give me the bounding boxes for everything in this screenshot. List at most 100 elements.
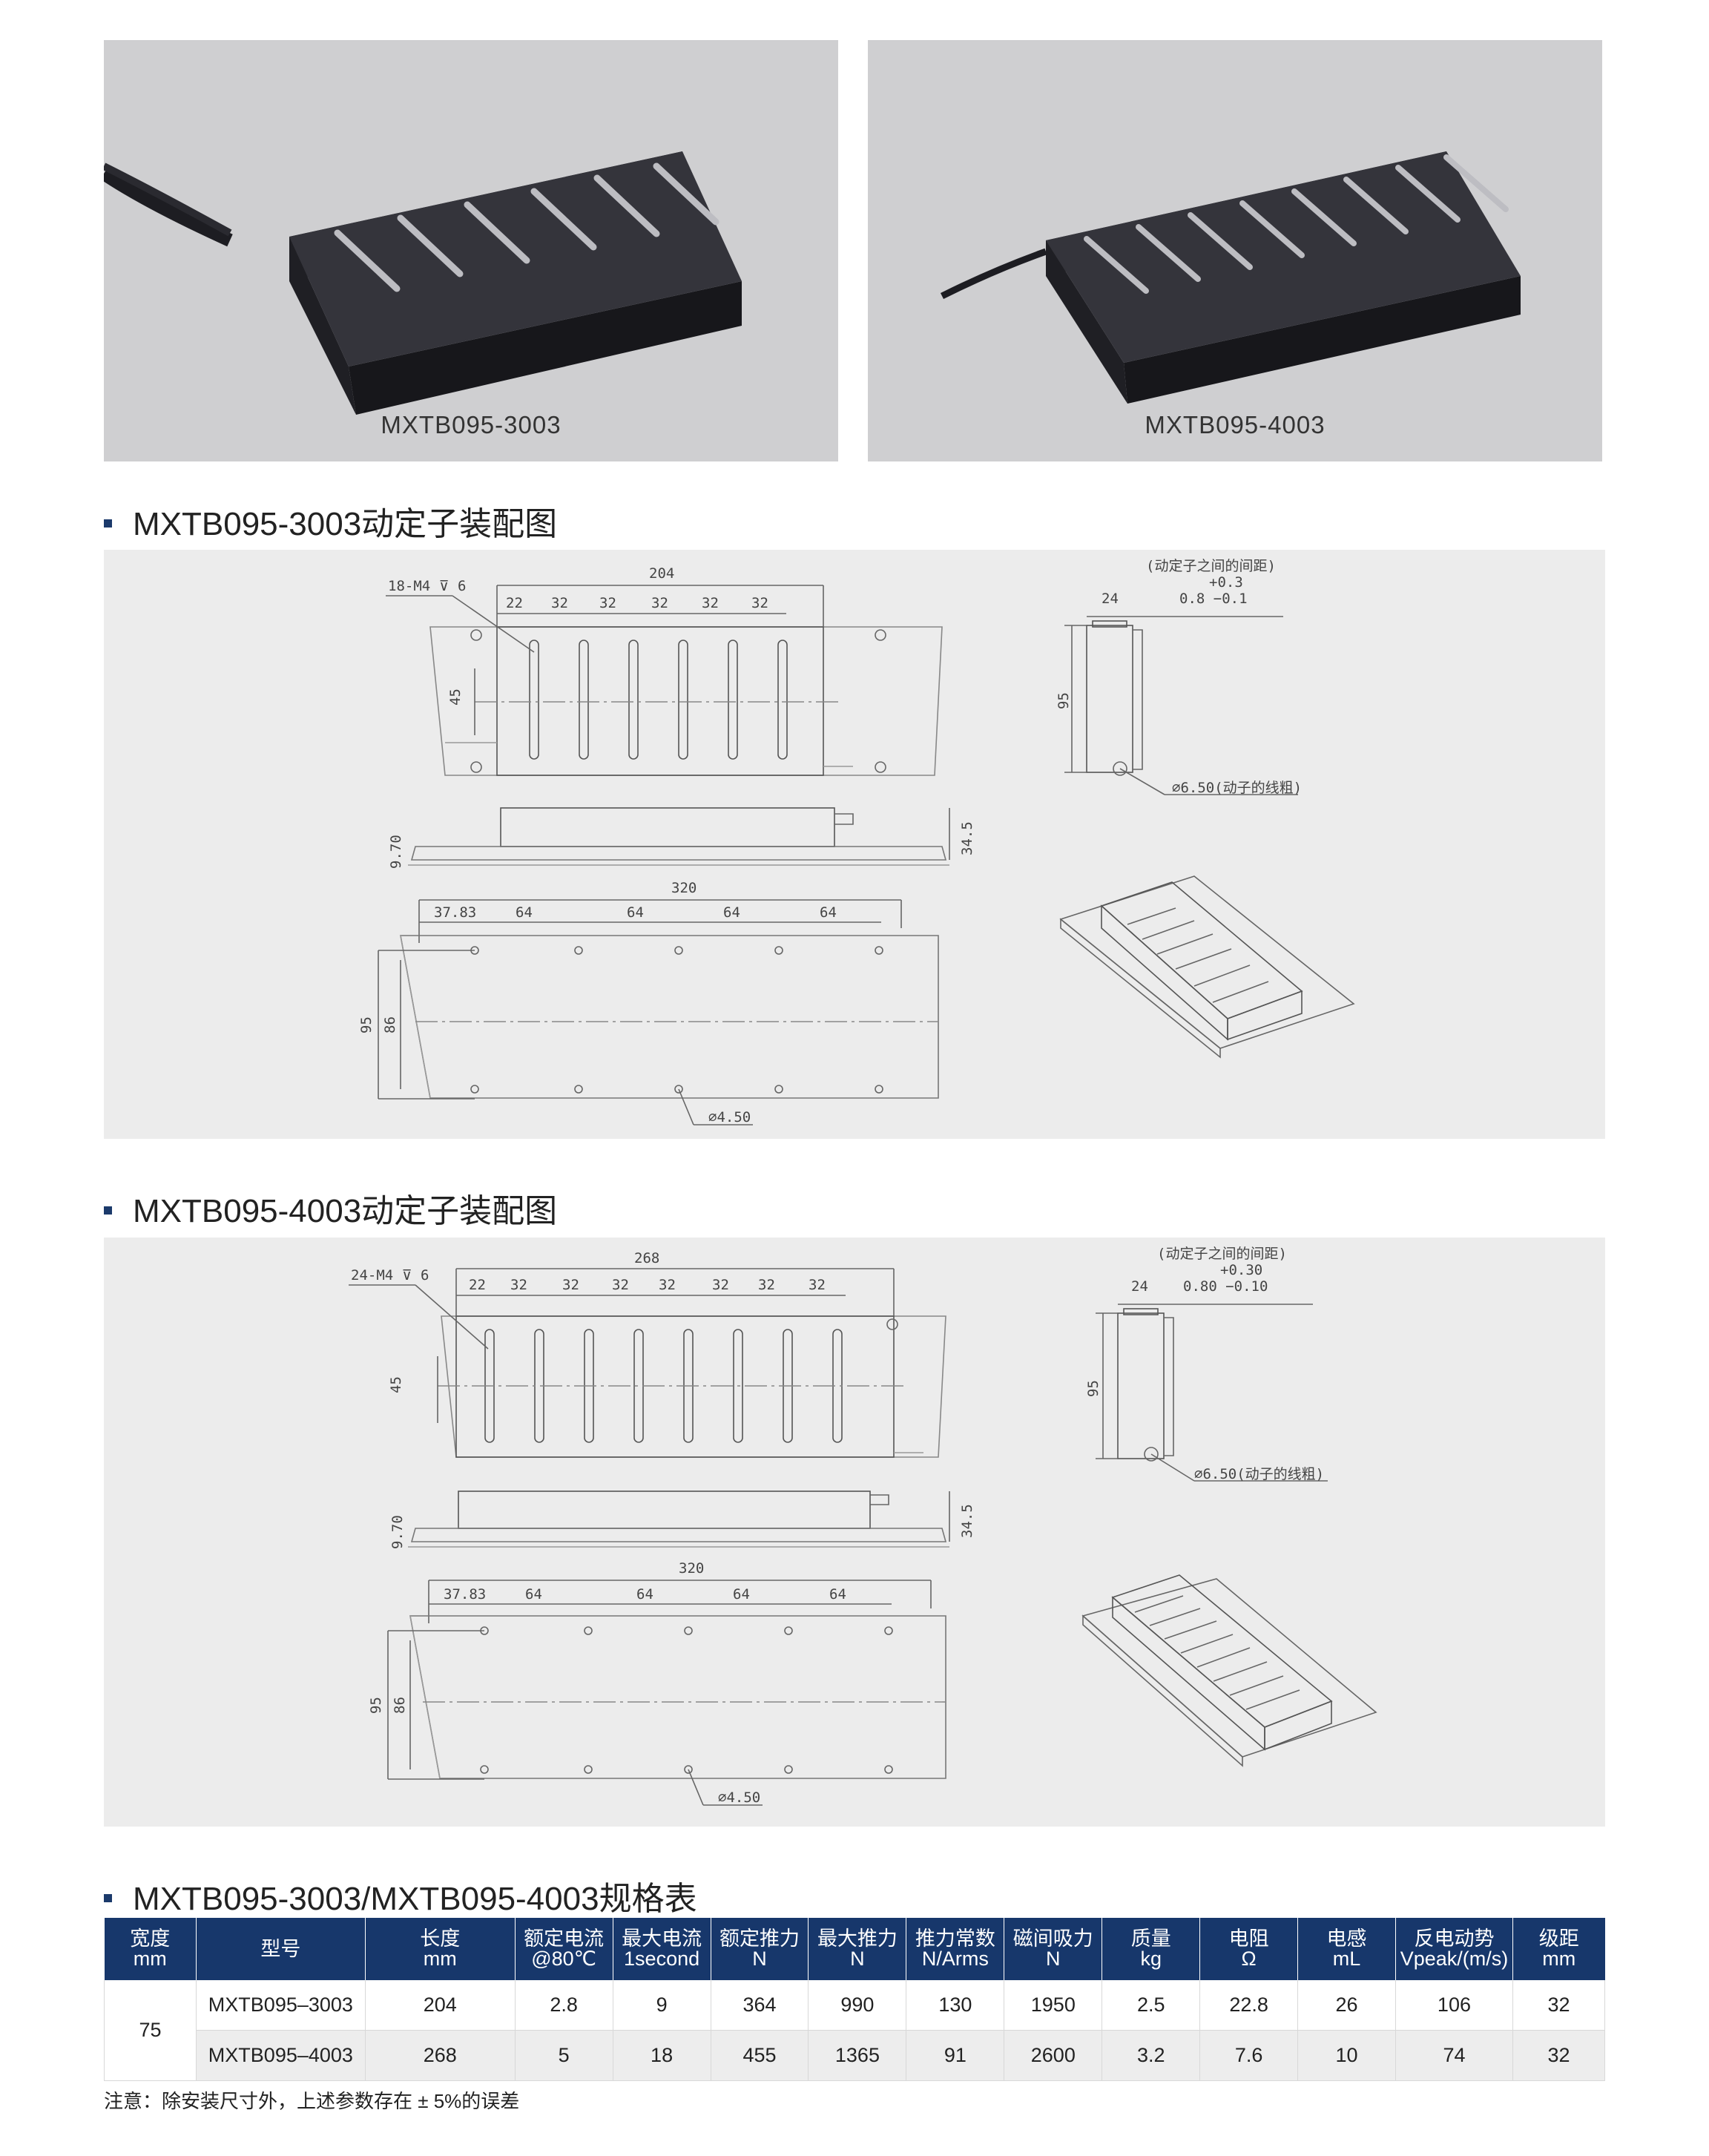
motor-illustration <box>104 151 742 415</box>
dim-45: 45 <box>388 1376 404 1393</box>
dim-side-height: 95 <box>1056 692 1072 709</box>
dim-side-height: 95 <box>1085 1380 1102 1397</box>
motor-illustration <box>940 151 1521 404</box>
table-cell: 22.8 <box>1199 1980 1299 2031</box>
section-title-assembly-3003: MXTB095-3003动定子装配图 <box>104 497 557 545</box>
dim-spacing: 32 <box>659 1277 676 1293</box>
dim-stator-length: 320 <box>671 880 697 896</box>
table-cell: 1365 <box>808 2030 907 2081</box>
table-cell: 3.2 <box>1102 2030 1201 2081</box>
dim-stator-hole: ∅4.50 <box>708 1109 751 1125</box>
table-cell: 9 <box>613 1980 711 2031</box>
dim-overall-length: 204 <box>649 565 674 582</box>
dim-stator-95: 95 <box>368 1697 384 1714</box>
table-cell: 2.8 <box>515 1980 613 2031</box>
assembly-drawing-4003: 268 24-M4 ⊽ 6 22 32 32 32 32 32 32 32 45… <box>104 1238 1605 1827</box>
dim-spacing: 32 <box>751 595 768 611</box>
dim-cable: ∅6.50(动子的线粗) <box>1172 780 1302 796</box>
assembly-drawing-3003: 204 18-M4 ⊽ 6 22 32 32 32 32 32 45 9.70 … <box>104 550 1605 1139</box>
dim-spacing: 32 <box>809 1277 826 1293</box>
table-cell: 32 <box>1512 1980 1606 2031</box>
col-header: 额定电流@80℃ <box>515 1918 613 1980</box>
dim-cable: ∅6.50(动子的线粗) <box>1194 1466 1324 1482</box>
table-cell: 74 <box>1395 2030 1513 2081</box>
dim-holes: 18-M4 ⊽ 6 <box>388 578 466 594</box>
dim-stator-86: 86 <box>392 1697 408 1714</box>
table-cell: 2600 <box>1004 2030 1103 2081</box>
dim-stator-pitch: 64 <box>829 1586 846 1603</box>
table-row: 75 MXTB095–3003 204 2.8 9 364 990 130 19… <box>104 1980 1606 2081</box>
table-cell: 268 <box>365 2030 516 2081</box>
dim-h-345: 34.5 <box>959 821 975 855</box>
photo-caption: MXTB095-4003 <box>1145 411 1326 438</box>
table-cell: MXTB095–4003 <box>196 2030 366 2081</box>
dim-spacing: 22 <box>469 1277 486 1293</box>
photo-caption: MXTB095-3003 <box>381 411 562 438</box>
dim-spacing: 32 <box>551 595 568 611</box>
table-cell: 990 <box>808 1980 907 2031</box>
dim-stator-pitch: 64 <box>525 1586 542 1603</box>
table-cell: 364 <box>711 1980 809 2031</box>
dim-h-970: 9.70 <box>388 835 404 869</box>
table-cell: MXTB095–3003 <box>196 1980 366 2031</box>
table-cell: 10 <box>1297 2030 1396 2081</box>
dim-spacing: 32 <box>612 1277 629 1293</box>
table-cell: 1950 <box>1004 1980 1103 2031</box>
dim-spacing: 32 <box>651 595 668 611</box>
dim-stator-95: 95 <box>358 1016 375 1033</box>
section-title-assembly-4003: MXTB095-4003动定子装配图 <box>104 1184 557 1232</box>
table-cell: 18 <box>613 2030 711 2081</box>
dim-stator-hole: ∅4.50 <box>718 1789 760 1806</box>
product-photo-3003: MXTB095-3003 <box>104 40 838 461</box>
dim-spacing: 22 <box>506 595 523 611</box>
dim-spacing: 32 <box>712 1277 729 1293</box>
dim-stator-86: 86 <box>382 1016 398 1033</box>
square-bullet-icon <box>104 519 112 528</box>
dim-stator-first: 37.83 <box>434 904 476 921</box>
dim-45: 45 <box>447 688 464 706</box>
table-cell: 91 <box>906 2030 1005 2081</box>
table-row: MXTB095–4003 268 5 18 455 1365 91 2600 3… <box>105 2030 1606 2081</box>
table-cell: 455 <box>711 2030 809 2081</box>
dim-side-width: 24 <box>1102 591 1119 607</box>
dim-holes: 24-M4 ⊽ 6 <box>351 1267 429 1284</box>
square-bullet-icon <box>104 1206 112 1215</box>
dim-overall-length: 268 <box>634 1250 659 1266</box>
table-cell: 204 <box>365 1980 516 2031</box>
table-cell: 32 <box>1512 2030 1606 2081</box>
dim-gap-title: (动定子之间的间距) <box>1157 1246 1287 1262</box>
dim-spacing: 32 <box>758 1277 775 1293</box>
dim-gap-title: (动定子之间的间距) <box>1146 558 1276 574</box>
dim-gap-tol: +0.30 <box>1220 1262 1262 1278</box>
dim-stator-pitch: 64 <box>636 1586 653 1603</box>
dim-h-970: 9.70 <box>389 1515 406 1549</box>
dim-spacing: 32 <box>599 595 616 611</box>
dim-gap-value: 0.8 −0.1 <box>1179 591 1248 607</box>
table-cell-width: 75 <box>104 1980 197 2081</box>
dim-side-width: 24 <box>1131 1278 1148 1295</box>
dim-gap-tol: +0.3 <box>1209 574 1243 591</box>
table-cell: 130 <box>906 1980 1005 2031</box>
dim-stator-first: 37.83 <box>444 1586 486 1603</box>
table-cell: 2.5 <box>1102 1980 1201 2031</box>
dim-stator-pitch: 64 <box>820 904 837 921</box>
dim-stator-pitch: 64 <box>733 1586 750 1603</box>
tolerance-note: 注意：除安装尺寸外，上述参数存在 ± 5%的误差 <box>104 2090 520 2112</box>
dim-spacing: 32 <box>702 595 719 611</box>
dim-h-345: 34.5 <box>959 1504 975 1538</box>
dim-spacing: 32 <box>562 1277 579 1293</box>
